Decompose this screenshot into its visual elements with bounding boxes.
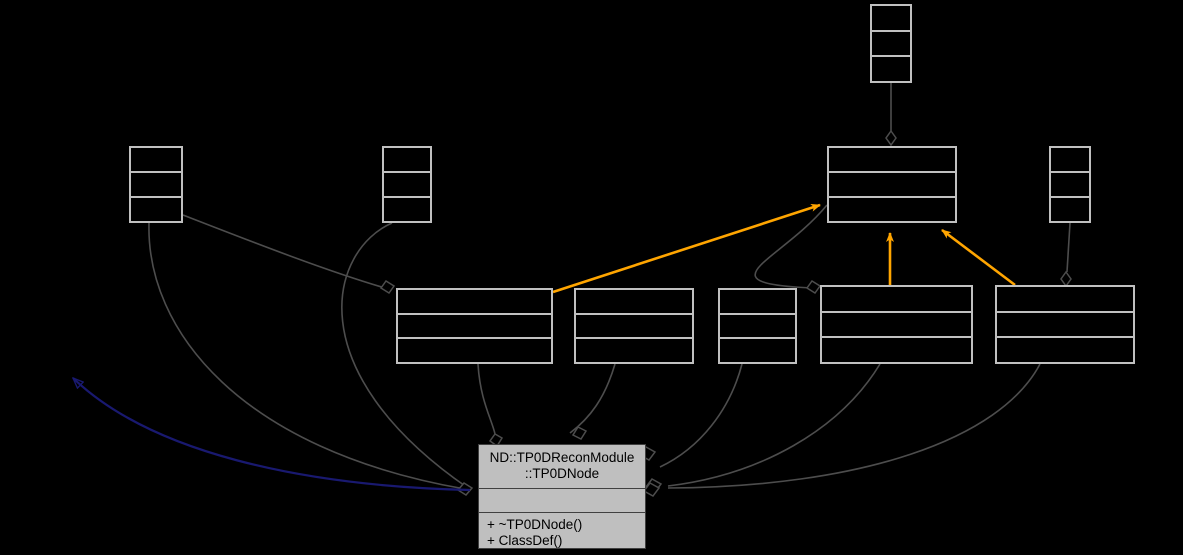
edge-left-1-to-mid-1 (182, 214, 386, 289)
node-ops-compartment (1051, 196, 1089, 221)
node-ops-compartment (822, 336, 971, 362)
class-node-mid-2[interactable] (574, 288, 694, 364)
node-attrs-compartment (829, 171, 955, 196)
diamond-mid-3-right (805, 279, 822, 295)
node-ops-compartment (384, 196, 430, 221)
node-attrs-compartment (398, 312, 551, 338)
edge-mid-1-to-focus (477, 363, 496, 435)
node-title-compartment (720, 290, 795, 313)
node-attrs-compartment (1051, 171, 1089, 196)
node-ops-compartment (997, 336, 1133, 362)
node-title-compartment (997, 287, 1133, 311)
class-node-mid-5[interactable] (995, 285, 1135, 364)
node-attrs-compartment (720, 312, 795, 338)
diamond-top-center (885, 129, 897, 147)
node-ops-compartment (398, 337, 551, 362)
node-title-compartment (822, 287, 971, 311)
class-node-far-right[interactable] (1049, 146, 1091, 223)
node-ops-compartment (872, 55, 910, 81)
node-attrs-compartment (576, 312, 692, 338)
node-attrs-compartment (131, 171, 181, 196)
node-ops-compartment (576, 337, 692, 362)
edge-right-upper-to-mid-3 (754, 204, 828, 289)
node-attrs-compartment (384, 171, 430, 196)
focus-node-operations: + ~TP0DNode() + ClassDef() (479, 512, 645, 554)
diamond-focus-right-2 (642, 482, 661, 497)
edge-far-right-to-mid-5 (1066, 222, 1071, 273)
class-node-mid-4[interactable] (820, 285, 973, 364)
focus-node-title-line-1: ND::TP0DReconModule (489, 450, 635, 465)
node-ops-compartment (131, 196, 181, 221)
diamond-focus-top-2 (571, 426, 588, 440)
edge-usage-mid-1-to-right-upper (552, 203, 821, 294)
edge-mid-5-to-focus (667, 363, 1041, 489)
focus-class-node[interactable]: ND::TP0DReconModule ::TP0DNode + ~TP0DNo… (478, 444, 646, 549)
node-attrs-compartment (997, 310, 1133, 337)
edge-usage-mid-5-to-right-upper (941, 228, 1016, 287)
class-node-mid-3[interactable] (718, 288, 797, 364)
diamond-mid-1-left (379, 279, 396, 295)
node-title-compartment (398, 290, 551, 313)
edge-mid-4-to-focus (667, 363, 881, 487)
focus-node-title: ND::TP0DReconModule ::TP0DNode (479, 445, 645, 488)
operation-destructor: + ~TP0DNode() (487, 517, 583, 532)
diamond-far-right (1060, 270, 1072, 288)
template-edges (73, 378, 471, 492)
class-node-right-upper[interactable] (827, 146, 957, 223)
diamond-focus-left (456, 482, 474, 496)
class-node-left-2[interactable] (382, 146, 432, 223)
node-attrs-compartment (822, 310, 971, 337)
node-title-compartment (829, 148, 955, 171)
node-title-compartment (131, 148, 181, 171)
operation-classdef: + ClassDef() (487, 533, 563, 548)
focus-node-attributes (479, 488, 645, 512)
class-node-mid-1[interactable] (396, 288, 553, 364)
node-title-compartment (872, 6, 910, 30)
class-node-left-1[interactable] (129, 146, 183, 223)
node-title-compartment (1051, 148, 1089, 171)
class-node-top-center[interactable] (870, 4, 912, 83)
node-title-compartment (576, 290, 692, 313)
edge-mid-3-to-focus (659, 363, 743, 468)
node-ops-compartment (720, 337, 795, 362)
edge-template-to-focus (73, 378, 471, 492)
node-ops-compartment (829, 196, 955, 221)
diamond-focus-right-1 (644, 478, 663, 493)
node-attrs-compartment (872, 29, 910, 56)
edge-mid-2-to-focus (569, 363, 616, 434)
focus-node-title-line-2: ::TP0DNode (524, 466, 600, 481)
node-title-compartment (384, 148, 430, 171)
